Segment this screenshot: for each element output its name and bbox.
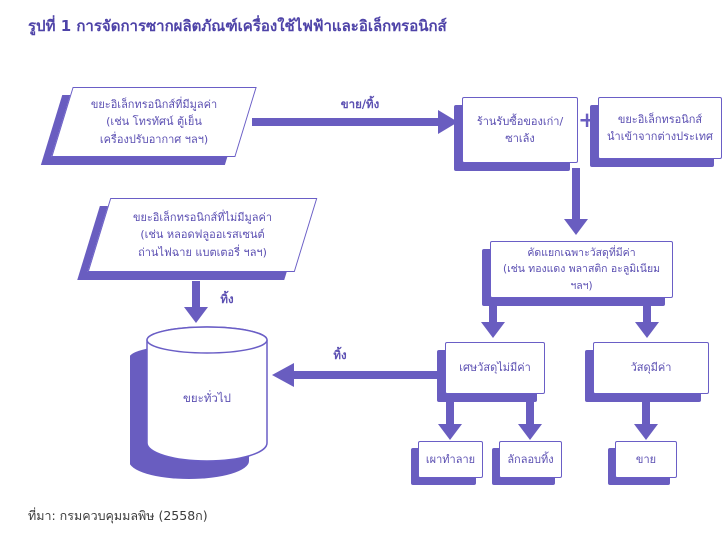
text-line: เผาทำลาย bbox=[425, 452, 476, 466]
edge-label-discard-2: ทิ้ง bbox=[333, 348, 347, 362]
arrow-worthless-to-bin bbox=[192, 281, 200, 308]
text-line: ถ่านไฟฉาย แบตเตอรี่ ฯลฯ) bbox=[138, 245, 267, 259]
text-line: นำเข้าจากต่างประเทศ bbox=[607, 130, 713, 143]
arrowhead-down-icon bbox=[518, 424, 542, 440]
text-line: (เช่น ทองแดง พลาสติก อะลูมิเนียม ฯลฯ) bbox=[502, 263, 661, 292]
node-valuable-material: วัสดุมีค่า bbox=[593, 342, 709, 394]
text-line: วัสดุมีค่า bbox=[630, 361, 672, 375]
node-worthless-ewaste: ขยะอิเล็กทรอนิกส์ที่ไม่มีมูลค่า (เช่น หล… bbox=[87, 198, 318, 272]
node-worthless-ewaste-text: ขยะอิเล็กทรอนิกส์ที่ไม่มีมูลค่า (เช่น หล… bbox=[99, 198, 306, 272]
text-line: (เช่น โทรทัศน์ ตู้เย็น bbox=[106, 115, 202, 129]
arrowhead-right-icon bbox=[438, 110, 458, 134]
arrow-scrap-to-dump bbox=[526, 402, 534, 425]
edge-label-discard-1: ทิ้ง bbox=[220, 292, 234, 306]
arrowhead-down-icon bbox=[481, 322, 505, 338]
arrowhead-left-icon bbox=[272, 363, 294, 387]
text-line: ร้านรับซื้อของเก่า/ bbox=[476, 114, 564, 128]
edge-label-sell-discard: ขาย/ทิ้ง bbox=[340, 97, 380, 111]
text-line: ลักลอบทิ้ง bbox=[507, 452, 554, 466]
arrow-sell-discard bbox=[252, 118, 440, 126]
text-line: ซาเล้ง bbox=[505, 132, 535, 145]
arrow-scrap-to-bin bbox=[293, 371, 438, 379]
node-sorting: คัดแยกเฉพาะวัสดุที่มีค่า (เช่น ทองแดง พล… bbox=[490, 241, 673, 298]
arrowhead-down-icon bbox=[564, 219, 588, 235]
text-line: ขาย bbox=[635, 452, 657, 466]
arrow-to-sorting bbox=[572, 168, 580, 220]
node-valuable-ewaste-text: ขยะอิเล็กทรอนิกส์ที่มีมูลค่า (เช่น โทรทั… bbox=[62, 87, 246, 157]
text-line: ขยะอิเล็กทรอนิกส์ที่มีมูลค่า bbox=[90, 97, 218, 111]
node-valuable-ewaste: ขยะอิเล็กทรอนิกส์ที่มีมูลค่า (เช่น โทรทั… bbox=[51, 87, 257, 157]
text-line: ขยะอิเล็กทรอนิกส์ที่ไม่มีมูลค่า bbox=[132, 210, 273, 224]
node-sell: ขาย bbox=[615, 441, 677, 478]
node-junk-shop: ร้านรับซื้อของเก่า/ ซาเล้ง bbox=[462, 97, 578, 163]
source-citation: ที่มา: กรมควบคุมมลพิษ (2558ก) bbox=[28, 508, 208, 523]
arrowhead-down-icon bbox=[634, 424, 658, 440]
text-line: (เช่น หลอดฟลูออเรสเซนต์ bbox=[140, 228, 265, 242]
text-line: เครื่องปรับอากาศ ฯลฯ) bbox=[99, 132, 209, 146]
cylinder-top bbox=[146, 326, 268, 354]
node-scrap-no-value: เศษวัสดุไม่มีค่า bbox=[445, 342, 545, 394]
arrow-scrap-to-burn bbox=[446, 402, 454, 425]
node-imported-ewaste: ขยะอิเล็กทรอนิกส์ นำเข้าจากต่างประเทศ bbox=[598, 97, 722, 159]
node-general-waste-label: ขยะทั่วไป bbox=[183, 391, 231, 405]
arrow-sorting-to-valuable bbox=[643, 306, 651, 323]
plus-sign: + bbox=[578, 108, 596, 132]
node-illegal-dump: ลักลอบทิ้ง bbox=[499, 441, 562, 478]
arrow-sorting-to-scrap bbox=[489, 306, 497, 323]
arrowhead-down-icon bbox=[438, 424, 462, 440]
arrow-valuable-to-sell bbox=[642, 402, 650, 425]
figure-title: รูปที่ 1 การจัดการซากผลิตภัณฑ์เครื่องใช้… bbox=[28, 17, 447, 35]
text-line: คัดแยกเฉพาะวัสดุที่มีค่า bbox=[527, 247, 636, 260]
arrowhead-down-icon bbox=[635, 322, 659, 338]
arrowhead-down-icon bbox=[184, 307, 208, 323]
text-line: ขยะอิเล็กทรอนิกส์ bbox=[617, 112, 703, 126]
text-line: เศษวัสดุไม่มีค่า bbox=[459, 361, 531, 375]
node-burn: เผาทำลาย bbox=[418, 441, 483, 478]
general-waste-cylinder bbox=[130, 326, 268, 479]
